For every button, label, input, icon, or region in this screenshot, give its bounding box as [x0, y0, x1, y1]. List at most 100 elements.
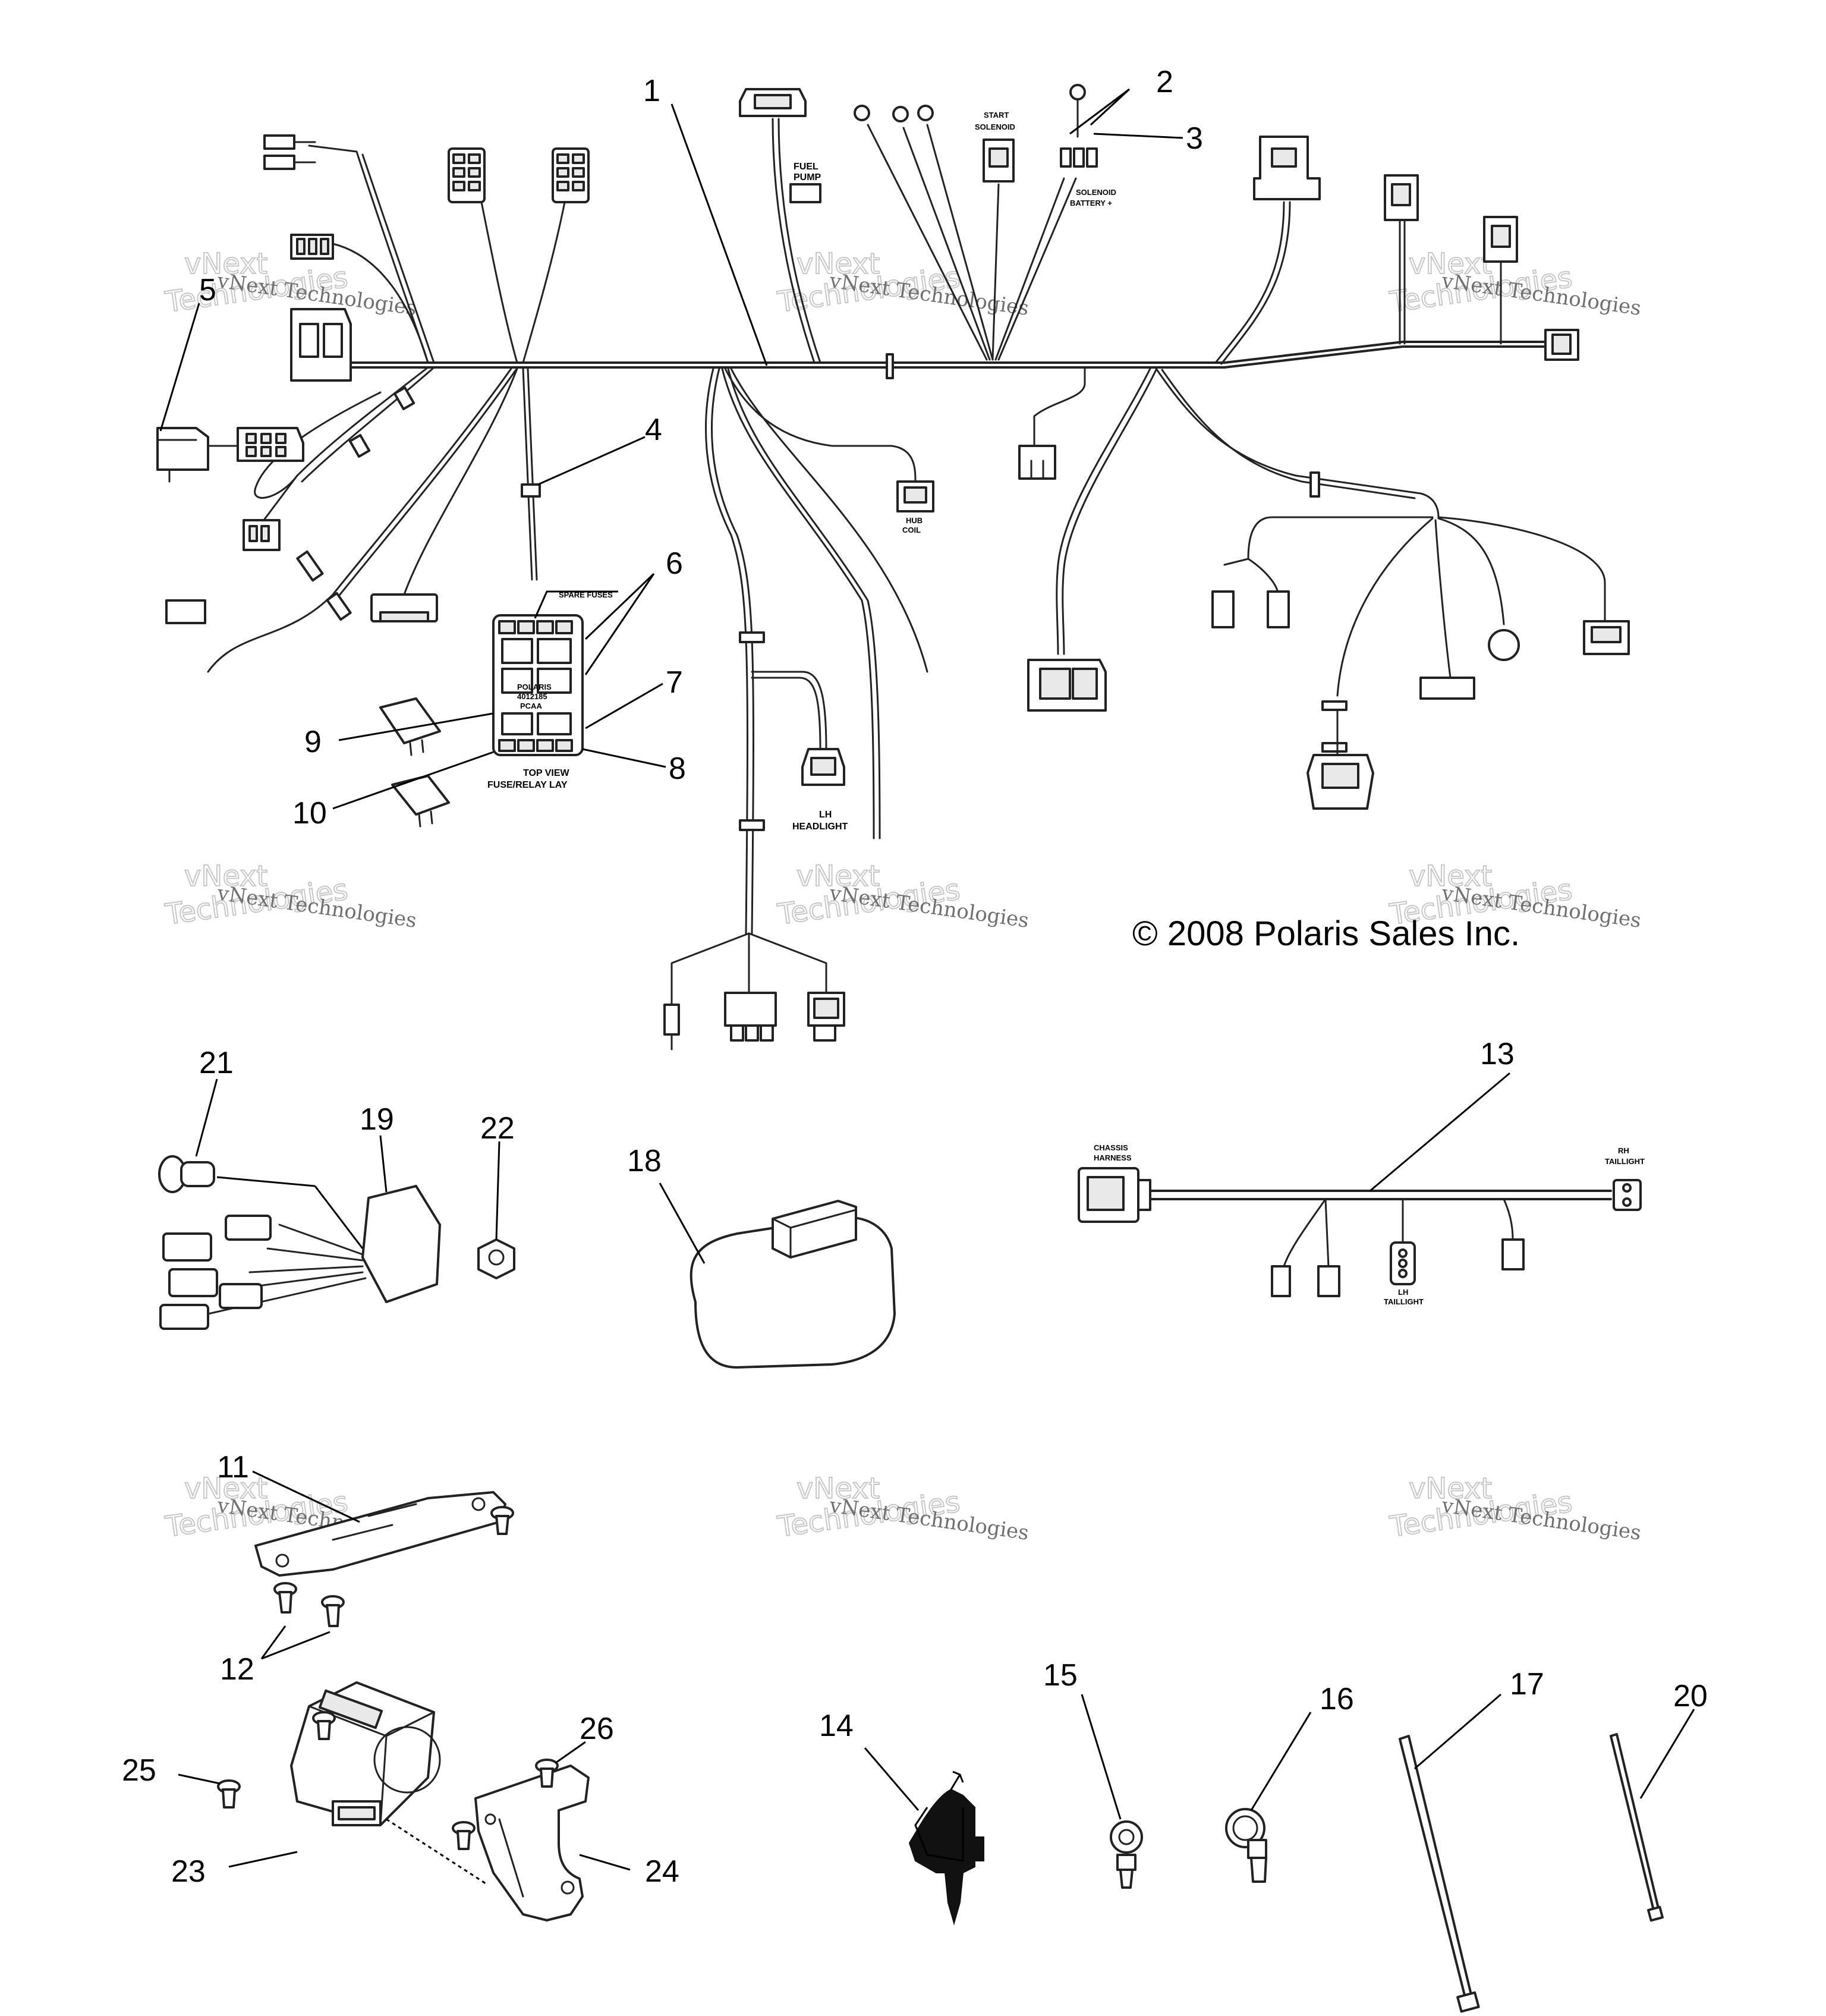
- hub-coil-label: HUB: [906, 516, 923, 525]
- branch-wire: [748, 932, 827, 994]
- sub-harness-wire: [266, 1247, 364, 1262]
- trunk-clip: [886, 353, 894, 379]
- branch-wire: [296, 366, 429, 477]
- callout-5: 5: [199, 273, 216, 307]
- switch-connector: [156, 427, 209, 483]
- branch-wire: [705, 367, 748, 935]
- branch-wire: [724, 367, 917, 483]
- fuse-holder-group: [1060, 147, 1098, 168]
- callout-25: 25: [122, 1753, 156, 1788]
- lh-taillight-label: LH: [1398, 1288, 1408, 1297]
- round-connector: [1488, 629, 1520, 661]
- branch-wire: [730, 367, 928, 673]
- main-harness: FUEL PUMP START SOLENOID SOLENOID BATTER…: [156, 84, 1630, 1051]
- branch-wire: [711, 367, 754, 935]
- solenoid-battery-label: BATTERY +: [1070, 199, 1112, 207]
- callout-11: 11: [217, 1450, 249, 1485]
- callout-26: 26: [580, 1712, 614, 1746]
- relay-connector-tab: [323, 323, 343, 358]
- harness-clip: [296, 550, 324, 582]
- cable-tie-part-17: [1399, 1735, 1480, 2013]
- fuse-view-label: TOP VIEW: [523, 768, 570, 778]
- connector: [1306, 754, 1374, 810]
- connector: [1317, 1265, 1340, 1297]
- headlight-plug-connector: [724, 992, 777, 1042]
- callout-15: 15: [1043, 1658, 1078, 1693]
- harness-clip: [326, 592, 352, 621]
- ring-terminal: [892, 106, 909, 122]
- callout-17: 17: [1510, 1667, 1544, 1702]
- bracket-part-24: [474, 1765, 590, 1921]
- branch-wire: [1155, 367, 1440, 518]
- watermark-outline: vNext: [184, 247, 267, 281]
- rh-taillight-label: TAILLIGHT: [1605, 1157, 1645, 1166]
- sub-harness-part-19: [158, 1155, 515, 1330]
- clamp-part-15: [1110, 1820, 1143, 1889]
- callout-7: 7: [666, 665, 683, 700]
- lh-headlight-label: HEADLIGHT: [792, 822, 848, 832]
- rh-taillight-connector: [1613, 1179, 1642, 1211]
- connector: [1501, 1238, 1525, 1270]
- nut-part-22: [477, 1238, 515, 1279]
- harness-clip: [393, 386, 415, 410]
- connector: [219, 1283, 263, 1309]
- fuel-pump-connector: [739, 88, 807, 117]
- multi-pin-connector: [237, 427, 304, 462]
- clamp-part-16: [1225, 1808, 1267, 1883]
- harness-clip: [1309, 471, 1320, 498]
- rh-taillight-label: RH: [1618, 1146, 1629, 1155]
- ring-terminal: [1069, 84, 1086, 100]
- copyright-text: © 2008 Polaris Sales Inc.: [1132, 914, 1520, 953]
- branch-wire: [1434, 519, 1452, 679]
- bullet-connector: [165, 599, 206, 624]
- start-solenoid-label: START: [984, 111, 1009, 119]
- push-clip-part-14: [908, 1770, 984, 1926]
- callout-10: 10: [292, 796, 327, 831]
- screw: [452, 1821, 476, 1850]
- branch-wire: [777, 118, 821, 364]
- branch-wire: [1324, 1198, 1330, 1268]
- ring-terminal-wire: [926, 124, 994, 361]
- callout-3: 3: [1186, 121, 1203, 156]
- ring-terminal: [917, 105, 934, 121]
- chassis-harness-part-13: CHASSIS HARNESS RH TAILLIGHT LH TAILLIGH…: [1078, 1143, 1645, 1306]
- branch-wire: [1283, 1198, 1327, 1268]
- ring-terminal-wire: [994, 177, 1065, 361]
- watermark-outline: vNext: [1409, 1472, 1492, 1505]
- start-solenoid-connector: [983, 139, 1015, 183]
- harness-clip: [739, 819, 765, 831]
- callout-1: 1: [643, 74, 660, 108]
- callout-4: 4: [645, 413, 662, 447]
- harness-clip: [1321, 700, 1348, 711]
- callout-9: 9: [304, 725, 322, 759]
- watermark-outline: vNext: [796, 247, 880, 281]
- relay-socket: [1018, 445, 1056, 480]
- callout-21: 21: [199, 1046, 234, 1080]
- branch-wire: [1223, 516, 1434, 566]
- ring-terminal-wire: [902, 127, 991, 361]
- fuel-pump-label: FUEL: [794, 162, 818, 172]
- branch-wire: [721, 367, 875, 839]
- screw-part-25: [217, 1779, 241, 1809]
- hub-coil-connector: [896, 480, 934, 512]
- chassis-harness-label: HARNESS: [1094, 1153, 1132, 1162]
- fuel-pump-plug: [789, 183, 821, 203]
- large-connector: [1253, 136, 1321, 200]
- callouts: 1 2 3 4 5 6 7 8 9 10 11 12 13 14 15: [122, 65, 1708, 1889]
- hub-coil-label: COIL: [902, 526, 921, 534]
- chassis-harness-connector: [1078, 1167, 1151, 1223]
- lh-headlight-label: LH: [819, 810, 832, 820]
- branch-wire: [1247, 558, 1279, 596]
- cable-tie-part-20: [1610, 1733, 1664, 1922]
- fuse-box-text: 4012185: [517, 692, 547, 701]
- fuse-relay-box: [492, 614, 584, 756]
- leader-line: [216, 1176, 316, 1187]
- connector: [1384, 174, 1419, 221]
- terminal-block-connector: [448, 147, 486, 203]
- callout-23: 23: [171, 1854, 206, 1889]
- connector: [1483, 216, 1518, 263]
- branch-wire: [751, 671, 827, 750]
- connector: [1271, 1265, 1291, 1297]
- ecu-connector: [1027, 659, 1107, 712]
- bullet-connector-pair: [263, 134, 316, 170]
